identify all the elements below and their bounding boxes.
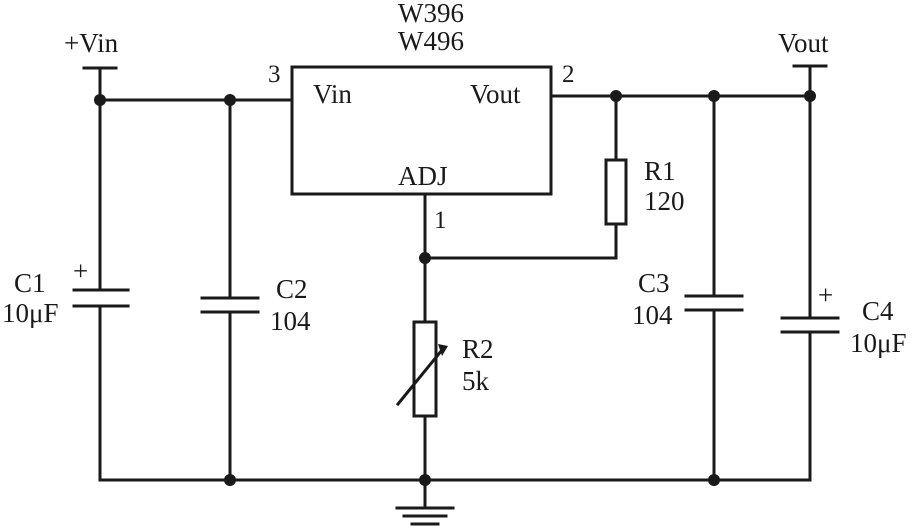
c1-value: 10μF [2, 298, 59, 328]
r1-body [604, 158, 628, 226]
ic-body [290, 65, 553, 196]
c3-name: C3 [638, 268, 670, 298]
junction-dot [94, 94, 106, 106]
r1-value: 120 [644, 186, 685, 216]
ic-pin-vout-label: Vout [470, 79, 521, 109]
ic-part-number-1: W396 [398, 0, 464, 28]
r2-adjust-arrow [438, 344, 448, 356]
input-rail-label: +Vin [64, 28, 119, 58]
c4-name: C4 [862, 296, 894, 326]
junction-dot [804, 90, 816, 102]
c4-polarity: + [818, 280, 833, 310]
ic-pin-vin-label: Vin [313, 79, 352, 109]
ic-pin-1-number: 1 [434, 207, 447, 234]
junction-dot [419, 252, 431, 264]
c2-name: C2 [276, 274, 308, 304]
junction-dot [224, 474, 236, 486]
junction-dot [708, 474, 720, 486]
r2-adjust-line [395, 347, 445, 407]
junction-dot [419, 474, 431, 486]
ic-pin-3-number: 3 [268, 61, 281, 88]
c2-value: 104 [270, 306, 311, 336]
c1-name: C1 [14, 268, 46, 298]
junction-dot [224, 94, 236, 106]
ic-pin-2-number: 2 [562, 61, 575, 88]
ic-pin-adj-label: ADJ [398, 161, 448, 191]
c1-polarity: + [73, 256, 88, 286]
r2-value: 5k [462, 366, 490, 396]
r2-name: R2 [462, 334, 494, 364]
junction-dot [610, 90, 622, 102]
c4-value: 10μF [850, 328, 907, 358]
c3-value: 104 [632, 300, 673, 330]
output-rail-label: Vout [778, 28, 829, 58]
junction-dot [708, 90, 720, 102]
ic-part-number-2: W496 [398, 26, 464, 56]
r1-name: R1 [644, 156, 676, 186]
